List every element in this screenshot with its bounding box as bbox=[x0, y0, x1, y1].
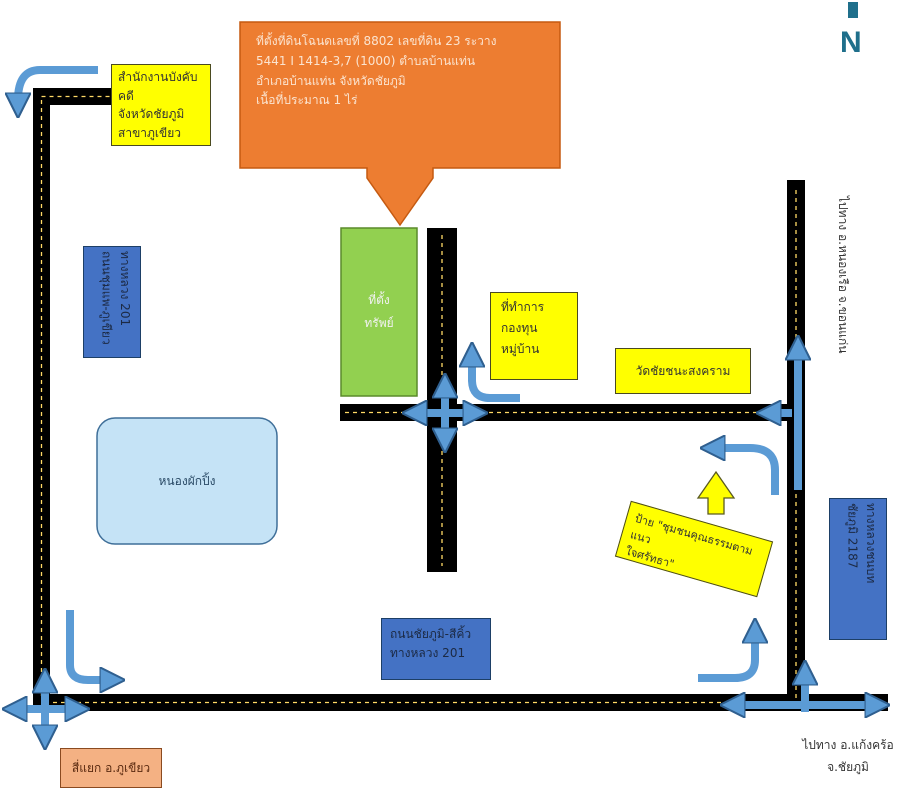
highway-right-line-1: ทางหลวงชนบท bbox=[864, 503, 878, 584]
highway-left-label: ทางหลวง 201 ถนนชุมแพ-ภูเขียว bbox=[83, 246, 141, 358]
highway-bottom-line-2: ทางหลวง 201 bbox=[390, 646, 466, 661]
property-shape bbox=[340, 227, 418, 397]
highway-right-line-2: ชัยภูมิ 2187 bbox=[845, 503, 860, 569]
land-office-label: สำนักงานบังคับคดี จังหวัดชัยภูมิ สาขาภูเ… bbox=[111, 64, 211, 146]
pond-label: หนองผักปิ้ง bbox=[158, 473, 216, 488]
north-arrow-icon bbox=[848, 2, 858, 18]
direction-arrows bbox=[12, 66, 880, 740]
highway-right-label: ทางหลวงชนบท ชัยภูมิ 2187 bbox=[829, 498, 887, 640]
site-info-line-4: เนื้อที่ประมาณ 1 ไร่ bbox=[256, 93, 358, 108]
to-kaset-line-2: จ.ชัยภูมิ bbox=[827, 759, 869, 774]
village-fund-line-2: กองทุน bbox=[501, 321, 538, 335]
land-office-line-1: สำนักงานบังคับคดี bbox=[118, 70, 198, 103]
to-kaset-line-1: ไปทาง อ.แก้งคร้อ bbox=[802, 738, 894, 752]
highway-bottom-line-1: ถนนชัยภูมิ-สีคิ้ว bbox=[390, 627, 472, 641]
land-office-line-3: สาขาภูเขียว bbox=[118, 125, 181, 140]
highway-left-line-1: ทางหลวง 201 bbox=[118, 251, 132, 327]
road-bottom-horizontal bbox=[33, 694, 888, 711]
junction-label: สี่แยก อ.ภูเขียว bbox=[60, 748, 162, 788]
arrow-bottom-left-turn bbox=[66, 610, 115, 680]
arrow-top-left bbox=[18, 66, 98, 108]
property-label: ที่ตั้ง ทรัพย์ bbox=[341, 228, 417, 396]
village-fund-line-3: หมู่บ้าน bbox=[501, 342, 540, 356]
site-info-line-1: ที่ตั้งที่ดินโฉนดเลขที่ 8802 เลขที่ดิน 2… bbox=[256, 34, 497, 48]
village-fund-line-1: ที่ทำการ bbox=[501, 300, 545, 314]
temple-label: วัดชัยชนะสงคราม bbox=[615, 348, 751, 394]
sign-arrow bbox=[696, 470, 736, 515]
land-office-line-2: จังหวัดชัยภูมิ bbox=[118, 107, 185, 122]
to-nongrua-label: ไปทาง อ.หนองเรือ จ.ขอนแก่น bbox=[836, 196, 850, 354]
arrow-bottom-right-turn bbox=[698, 628, 755, 682]
to-kaset-label: ไปทาง อ.แก้งคร้อ จ.ชัยภูมิ bbox=[800, 735, 896, 778]
site-info-line-2: 5441 I 1414-3,7 (1000) ตำบลบ้านแท่น bbox=[256, 53, 476, 68]
highway-left-line-2: ถนนชุมแพ-ภูเขียว bbox=[99, 251, 114, 345]
site-info-line-3: อำเภอบ้านแท่น จังหวัดชัยภูมิ bbox=[256, 73, 406, 88]
arrow-fund-turn bbox=[472, 352, 520, 402]
north-letter: N bbox=[840, 26, 862, 59]
pond-shape bbox=[96, 417, 278, 545]
arrow-right-uturn bbox=[710, 448, 779, 495]
road-top-horizontal bbox=[33, 88, 111, 105]
village-fund-label: ที่ทำการ กองทุน หมู่บ้าน bbox=[490, 292, 578, 380]
site-info-box: ที่ตั้งที่ดินโฉนดเลขที่ 8802 เลขที่ดิน 2… bbox=[246, 30, 556, 160]
property-line-1: ที่ตั้ง bbox=[368, 293, 390, 308]
highway-bottom-label: ถนนชัยภูมิ-สีคิ้ว ทางหลวง 201 bbox=[381, 618, 491, 680]
property-line-2: ทรัพย์ bbox=[364, 316, 394, 330]
